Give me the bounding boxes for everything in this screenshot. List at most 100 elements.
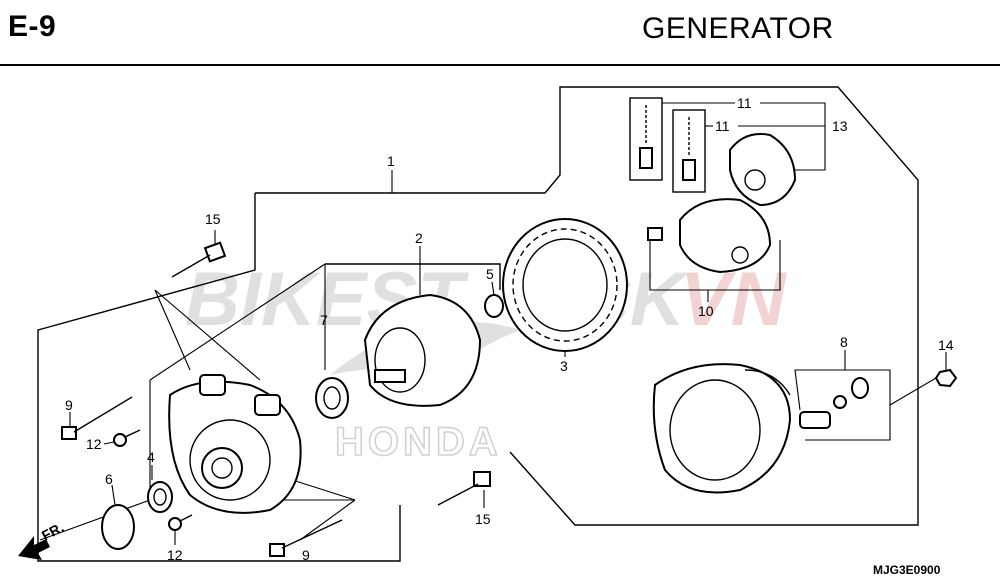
callout-15-top: 15 [205,211,221,227]
lead-9b [299,499,356,541]
slip-ring-5 [484,294,504,318]
callout-1: 1 [387,153,395,169]
bolt-15-bottom [437,471,491,506]
rotor-2 [363,293,482,407]
screw-12-lower-shank [179,514,193,522]
brush-holder-10-body [679,198,772,274]
rear-housing-lip [744,369,791,396]
brush-11-right [672,109,706,193]
callout-5: 5 [486,266,494,282]
front-direction-label: FR. [39,519,66,544]
front-housing-ear-top [199,374,226,396]
callout-2: 2 [415,230,423,246]
bearing-4-inner [153,488,167,506]
frame-10 [649,240,781,291]
lead-14-frame [889,377,937,406]
o-ring-6 [101,504,135,550]
bearing-7-inner [323,386,341,410]
lead-13-frame [760,102,826,171]
brush-11-left [629,97,663,181]
lead-12a [103,441,115,445]
rotor-2-pole [374,327,426,393]
stator-3 [502,218,628,352]
page-code: E-9 [8,10,57,43]
bolt-9-left [61,396,133,440]
nut-14-body [934,368,958,388]
callout-3: 3 [560,358,568,374]
callout-6: 6 [105,471,113,487]
honda-logo-text: HONDA [335,420,502,464]
bearing-7-outer [315,377,349,419]
terminal-8-bolt [799,411,831,429]
callout-9-bottom: 9 [302,547,310,563]
brush-holder-10 [647,198,772,274]
screw-12-upper-shank [124,429,141,438]
terminal-8-insulator [851,377,869,399]
callout-12-upper: 12 [86,436,102,452]
callout-11-upper: 11 [737,95,752,111]
stator-3-inner [522,238,608,332]
assembly-frame-left [37,193,401,562]
rotor-2-shaft [374,369,406,383]
lead-5 [491,281,495,296]
brush-11-left-carbon [639,147,653,169]
rear-housing-body [652,363,792,494]
bolt-15-top-head [203,241,227,263]
callout-8: 8 [840,334,848,350]
terminal-8-nut [833,395,847,409]
slip-ring-5-body [484,294,504,318]
rear-housing [652,363,792,494]
brush-holder-10-screw [647,227,663,241]
frame-8 [794,369,891,441]
bolt-9-bottom-shank [281,519,343,549]
brush-cover-13 [729,133,797,207]
bolt-15-bottom-shank [437,483,479,506]
brush-11-right-box [672,109,706,193]
bolt-9-bottom-head [269,543,285,557]
bearing-4 [147,481,173,513]
nut-14 [934,368,958,388]
lead-6 [111,484,116,506]
front-housing-ear-right [254,394,281,416]
lead-4-bracket [39,380,151,541]
front-housing-hub [201,447,243,489]
screw-12-lower [168,514,193,531]
lead-15a-housing [154,289,261,381]
front-housing-bore [211,457,233,479]
front-housing [168,374,302,514]
bolt-9-left-head [61,426,77,440]
callout-4: 4 [147,449,155,465]
brush-11-left-box [629,97,663,181]
bolt-15-top [171,241,227,278]
assembly-frame [255,86,919,526]
callout-11-lower: 11 [715,118,730,134]
bolt-9-bottom [269,519,343,557]
rotor-frame [325,263,501,290]
callout-7: 7 [320,312,328,328]
brush-holder-10-terminal [731,246,749,264]
brush-11-right-carbon [682,159,696,181]
terminal-8-parts [799,377,869,429]
rear-housing-vent-ring [669,379,761,481]
stator-3-windings [512,228,618,342]
bearing-7 [315,377,349,419]
callout-14: 14 [938,337,954,353]
callout-15-bottom: 15 [475,511,491,527]
lead-rotor-frame [149,263,326,381]
brush-cover-13-body [729,133,797,207]
screw-12-upper [113,429,141,447]
callout-13: 13 [832,118,848,134]
drawing-reference: MJG3E0900 [873,563,941,577]
bolt-15-top-shank [171,254,211,278]
bearing-4-outer [147,481,173,513]
lead-15a-housing-2 [154,289,191,371]
bolt-9-left-shank [73,396,133,433]
bolt-15-bottom-head [473,471,491,487]
front-housing-vent-ring [189,419,271,501]
brush-cover-13-hole [744,169,766,191]
callout-10: 10 [698,303,714,319]
callout-12-lower: 12 [167,547,183,563]
header-divider [0,64,1000,66]
page-title: GENERATOR [642,12,834,45]
